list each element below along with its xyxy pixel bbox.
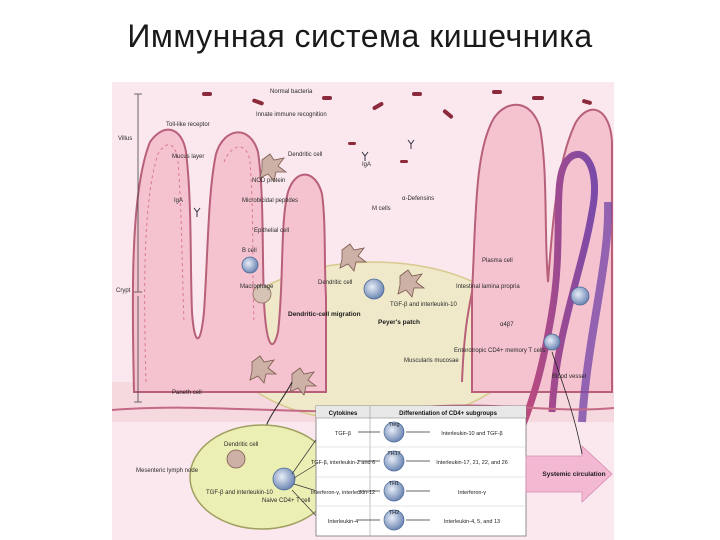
dendritic-cell-shapes	[249, 153, 426, 396]
iga-antibodies	[193, 139, 415, 217]
slide-title: Иммунная система кишечника	[127, 18, 593, 54]
naive-t-cell-shape	[272, 467, 296, 491]
label-crypt: Crypt	[116, 288, 131, 294]
row-cytokine: Interleukin-4	[328, 519, 358, 525]
cd4-differentiation-table: Cytokines Differentiation of CD4+ subgro…	[311, 405, 527, 537]
table-row: Interleukin-4 TH2 Interleukin-4, 5, and …	[328, 509, 500, 531]
label-microbicidal-peptides: Microbicidal peptides	[242, 198, 298, 204]
label-enterotropic: Enterotropic CD4+ memory T cells	[454, 348, 546, 354]
label-blood-vessel: Blood vessel	[552, 374, 586, 380]
villi-left	[131, 128, 327, 393]
label-epithelial-cell: Epithelial cell	[254, 228, 289, 234]
row-cell: TH1	[389, 481, 399, 487]
row-output: Interleukin-10 and TGF-β	[441, 431, 502, 437]
label-dendritic-cell-mid: Dendritic cell	[318, 280, 352, 286]
label-tgf-il10: TGF-β and interleukin-10	[390, 302, 457, 308]
label-muscularis: Muscularis mucosae	[404, 358, 459, 364]
row-cytokine: TGF-β	[335, 431, 351, 437]
villus-crypt-bracket	[134, 93, 142, 403]
row-cell: TH2	[389, 510, 399, 516]
table-row: TGF-β, interleukin-2 and 6 TH17 Interleu…	[311, 450, 508, 472]
label-innate-recognition: Innate immune recognition	[256, 112, 327, 118]
label-normal-bacteria: Normal bacteria	[270, 89, 313, 95]
label-toll-like-receptor: Toll-like receptor	[166, 122, 210, 128]
table-row: Interferon-γ, interleukin-12 TH1 Interfe…	[311, 480, 486, 502]
table-row: TGF-β Treg Interleukin-10 and TGF-β	[335, 421, 503, 443]
macrophage-shape	[252, 284, 272, 304]
row-cytokine: Interferon-γ, interleukin-12	[311, 490, 375, 496]
memory-t-cell-shape	[543, 333, 561, 351]
label-mucus-layer: Mucus layer	[172, 154, 204, 160]
row-output: Interleukin-4, 5, and 13	[444, 519, 500, 525]
label-iga-mid: IgA	[362, 162, 371, 168]
label-macrophage: Macrophage	[240, 284, 274, 290]
label-iga-left: IgA	[174, 198, 183, 204]
lamina-t-cell-shape	[570, 286, 590, 306]
bacteria-group	[202, 90, 592, 163]
label-paneth-cell: Paneth cell	[172, 390, 202, 396]
label-tgf-il10-low: TGF-β and interleukin-10	[206, 490, 273, 496]
peyer-b-cell-shape	[363, 278, 385, 300]
row-cytokine: TGF-β, interleukin-2 and 6	[311, 460, 375, 466]
label-systemic: Systemic circulation	[542, 471, 605, 478]
table-header-differentiation: Differentiation of CD4+ subgroups	[399, 411, 498, 417]
mesenteric-lymph-node-shape	[189, 424, 335, 530]
label-defensins: α-Defensins	[402, 196, 434, 202]
row-output: Interferon-γ	[458, 490, 486, 496]
node-dendritic-shape	[226, 449, 246, 469]
row-output: Interleukin-17, 21, 22, and 26	[436, 460, 508, 466]
label-dendritic-small: Dendritic cell	[224, 442, 258, 448]
label-m-cells: M cells	[372, 206, 391, 212]
label-dc-migration: Dendritic-cell migration	[288, 311, 361, 318]
b-cell-shape	[241, 256, 259, 274]
row-cell: Treg	[388, 422, 399, 428]
label-nod-protein: NOD protein	[252, 178, 285, 184]
table-header-cytokines: Cytokines	[329, 411, 358, 417]
label-plasma-cell: Plasma cell	[482, 258, 513, 264]
label-peyers-patch: Peyer's patch	[378, 319, 420, 326]
label-dendritic-cell-top: Dendritic cell	[288, 152, 322, 158]
label-naive-t: Naive CD4+ T cell	[262, 498, 310, 504]
return-arrow	[551, 351, 583, 455]
label-mesenteric-node: Mesenteric lymph node	[136, 468, 199, 474]
villi-right	[461, 103, 613, 393]
label-b-cell: B cell	[242, 248, 257, 254]
label-a4b7: α4β7	[500, 322, 514, 328]
row-cell: TH17	[387, 451, 400, 457]
label-villus: Villus	[118, 136, 132, 142]
label-lamina-propria: Intestinal lamina propria	[456, 284, 520, 290]
systemic-circulation-arrow	[525, 445, 613, 503]
gut-immune-diagram: Cytokines Differentiation of CD4+ subgro…	[112, 82, 614, 540]
venule	[578, 201, 613, 423]
